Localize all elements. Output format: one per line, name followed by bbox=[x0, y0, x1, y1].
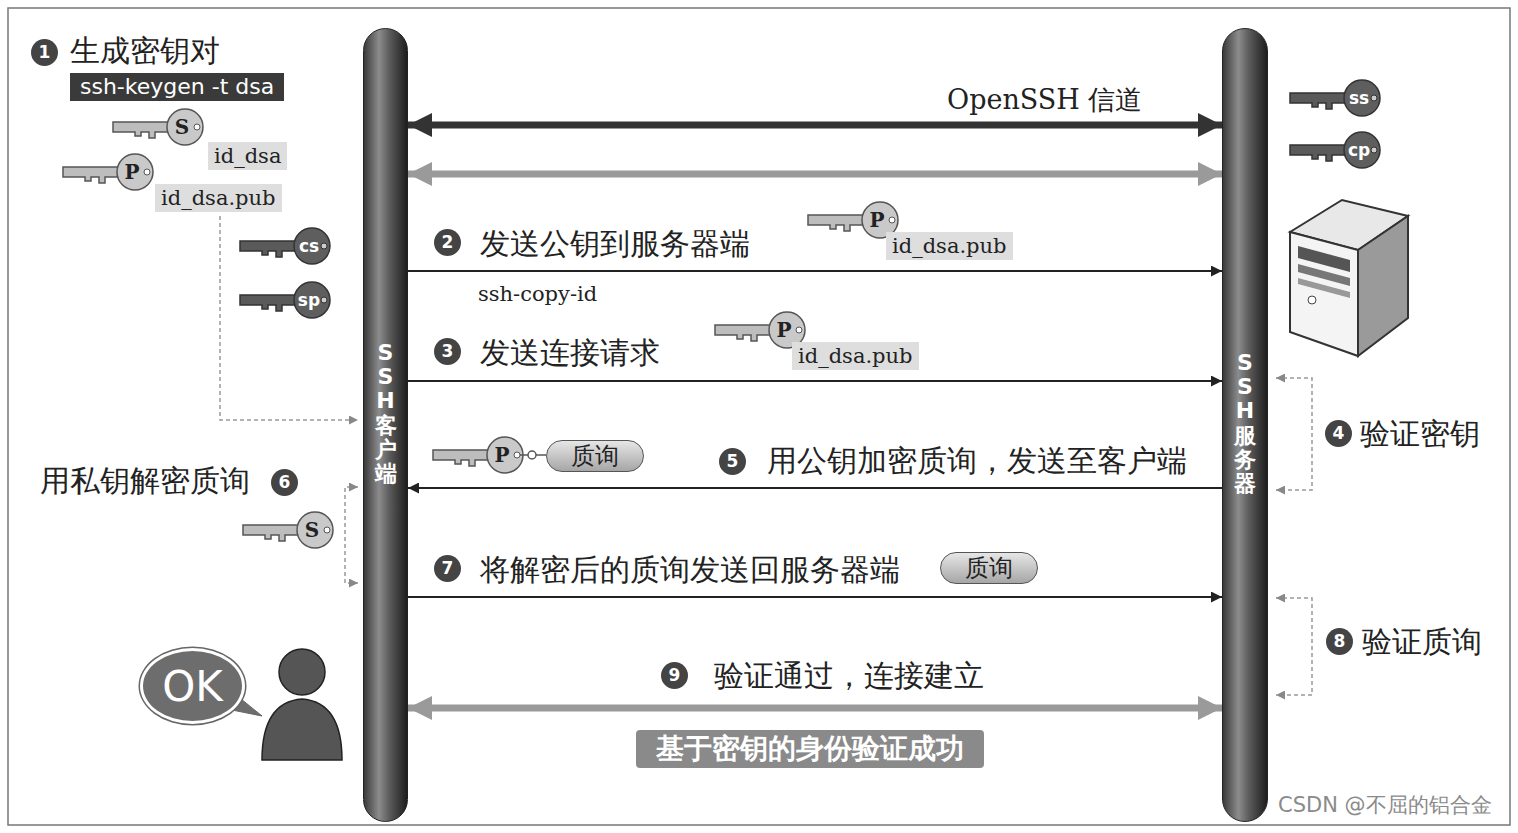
command-box: ssh-keygen -t dsa bbox=[70, 73, 284, 101]
key-letter: P bbox=[494, 444, 509, 466]
callout-number: 4 bbox=[1325, 420, 1352, 447]
file-name: id_dsa bbox=[208, 142, 287, 170]
callout-number: 5 bbox=[719, 448, 746, 475]
file-name: id_dsa.pub bbox=[886, 232, 1013, 260]
step-text: 验证质询 bbox=[1362, 624, 1482, 660]
arrow-label: 验证通过，连接建立 bbox=[712, 658, 986, 694]
speech-bubble: OK bbox=[140, 648, 245, 724]
key-letter: S bbox=[305, 519, 319, 541]
key-letter: P bbox=[124, 161, 139, 183]
callout-number: 8 bbox=[1326, 628, 1353, 655]
node-label: 质询 bbox=[965, 554, 1013, 582]
message-arrow bbox=[408, 171, 1222, 178]
node-label: 基于密钥的身份验证成功 bbox=[656, 732, 964, 765]
arrow-label: 将解密后的质询发送回服务器端 bbox=[478, 552, 902, 588]
vertical-label: SSH 服务器 bbox=[1234, 351, 1256, 496]
key-letter: sp bbox=[298, 290, 320, 310]
watermark: CSDN @不屈的铝合金 bbox=[1278, 792, 1492, 818]
key-letter: S bbox=[175, 116, 189, 138]
key-letter: cp bbox=[1348, 140, 1370, 160]
callout-number: 1 bbox=[31, 39, 58, 66]
callout-number: 3 bbox=[434, 338, 461, 365]
message-arrow bbox=[408, 487, 1222, 489]
key-letter: P bbox=[776, 319, 791, 341]
result-band: 基于密钥的身份验证成功 bbox=[636, 730, 984, 768]
key-letter: ss bbox=[1349, 88, 1369, 108]
callout-number: 9 bbox=[661, 662, 688, 689]
node-label: OK bbox=[162, 662, 223, 711]
callout-number: 2 bbox=[434, 229, 461, 256]
node-label: 质询 bbox=[571, 442, 619, 470]
file-name: id_dsa.pub bbox=[155, 184, 282, 212]
client-bar: SSH 客户端 bbox=[363, 28, 408, 822]
frame bbox=[8, 8, 1510, 825]
file-name: id_dsa.pub bbox=[792, 342, 919, 370]
command-name: ssh-copy-id bbox=[478, 280, 597, 308]
message-arrow bbox=[408, 705, 1222, 712]
node-label: ssh-keygen -t dsa bbox=[80, 74, 274, 99]
arrow-label: 用公钥加密质询，发送至客户端 bbox=[765, 443, 1189, 479]
step-text: 生成密钥对 bbox=[70, 33, 220, 69]
arrow-label: 发送公钥到服务器端 bbox=[478, 226, 752, 262]
message-arrow bbox=[408, 122, 1222, 129]
step-text: 验证密钥 bbox=[1360, 416, 1480, 452]
server-bar: SSH 服务器 bbox=[1222, 28, 1268, 822]
challenge-pill: 质询 bbox=[940, 552, 1038, 584]
arrow-label: OpenSSH 信道 bbox=[945, 82, 1144, 118]
arrow-label: 发送连接请求 bbox=[478, 335, 662, 371]
message-arrow bbox=[408, 270, 1222, 272]
user-icon bbox=[262, 649, 342, 760]
step-text: 用私钥解密质询 bbox=[40, 463, 250, 499]
key-letter: cs bbox=[299, 236, 319, 256]
message-arrow bbox=[408, 596, 1222, 598]
server-icon bbox=[1290, 200, 1408, 356]
callout-number: 6 bbox=[271, 469, 298, 496]
vertical-label: SSH 客户端 bbox=[375, 341, 397, 486]
challenge-pill: 质询 bbox=[546, 440, 644, 472]
message-arrow bbox=[408, 380, 1222, 382]
key-letter: P bbox=[869, 209, 884, 231]
callout-number: 7 bbox=[434, 555, 461, 582]
